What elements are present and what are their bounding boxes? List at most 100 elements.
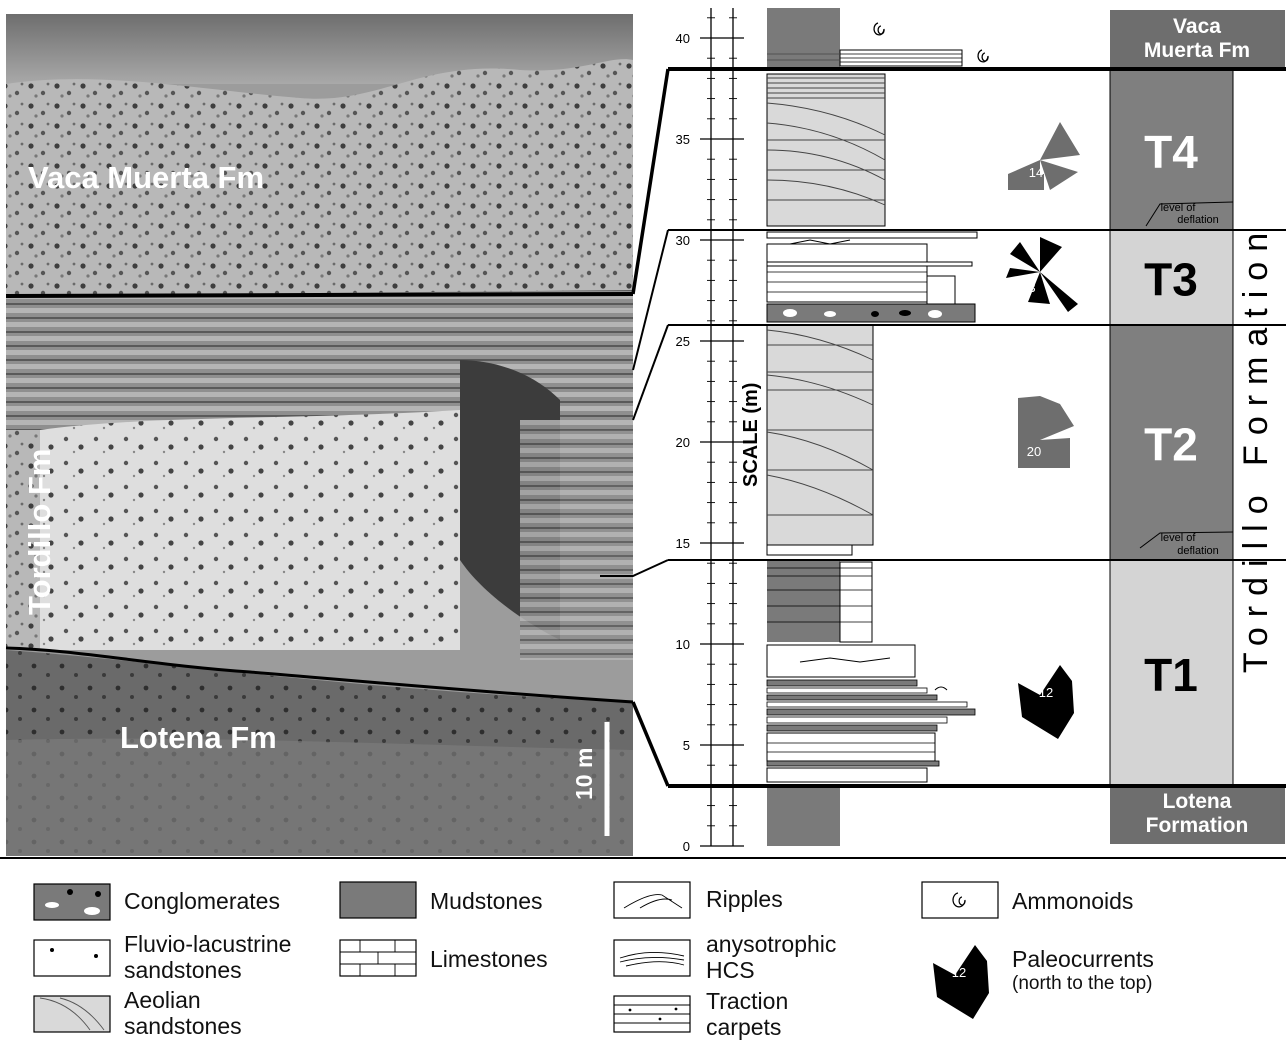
column-t4-foresets (766, 77, 886, 206)
deflation-text-2: deflation (1177, 545, 1219, 557)
paleocurrent-rose-t3: 3 (1006, 237, 1078, 312)
legend-label-ammonoids: Ammonoids (1012, 888, 1133, 914)
deflation-text-2: deflation (1177, 214, 1219, 226)
legend-paleocurrent-count: 12 (952, 965, 966, 980)
photo-contact-lower (5, 646, 634, 704)
column-t1-interbeds (766, 561, 976, 783)
legend-swatch-fluvio-lacustrine (33, 939, 111, 977)
column-t3-fluvial-sandstone (766, 231, 978, 305)
correlation-line-top (631, 68, 670, 295)
photo-contact-upper (5, 292, 634, 298)
paleocurrent-count-t3: 3 (1028, 280, 1035, 295)
legend-paleocurrents: 12 Paleocurrents (north to the top) (933, 945, 1154, 1019)
formation-box-vaca-muerta (1110, 10, 1285, 70)
legend-swatch-mudstones (339, 881, 417, 919)
legend-label-ripples: Ripples (706, 886, 783, 912)
legend-swatch-conglomerates (33, 883, 111, 921)
column-t2-foresets (766, 329, 874, 516)
scale-tick-label: 15 (676, 536, 690, 551)
formation-label-tordillo: Tordillo Formation (1237, 223, 1275, 673)
paleocurrent-count-t2: 20 (1027, 444, 1041, 459)
correlation-line-t2 (632, 324, 669, 421)
legend-ripples: Ripples (613, 881, 783, 919)
photo-label-vaca-muerta: Vaca Muerta Fm (28, 160, 264, 195)
correlation-lines (600, 68, 670, 787)
legend-label-paleocurrents-sub: (north to the top) (1012, 973, 1152, 994)
legend-swatch-aeolian (33, 995, 111, 1033)
unit-boundary-lines (668, 229, 1286, 561)
outcrop-photo: Vaca Muerta Fm Tordillo Fm Lotena Fm 10 … (5, 14, 634, 856)
legend-label-mudstones: Mudstones (430, 888, 543, 914)
column-t4-aeolian-sandstone (766, 73, 886, 227)
correlation-line-base (631, 701, 670, 787)
scale-tick-label: 25 (676, 334, 690, 349)
legend-limestones: Limestones (339, 939, 548, 977)
formation-box-lotena (1110, 786, 1285, 844)
ammonoid-icon (952, 892, 966, 908)
paleocurrent-rose-icon: 12 (933, 945, 989, 1019)
scale-tick-label: 20 (676, 435, 690, 450)
column-mudstone-top (767, 8, 840, 68)
column-limestone-beds (767, 49, 963, 67)
scale-axis-major-ticks: 0 5 10 15 20 25 30 35 40 (676, 31, 744, 854)
paleocurrent-count-t4: 14 (1029, 165, 1043, 180)
deflation-label-t2: level of deflation (1139, 531, 1234, 557)
ammonoid-icon (977, 49, 989, 63)
photo-label-tordillo: Tordillo Fm (22, 449, 57, 615)
scale-axis: 0 5 10 15 20 25 30 35 40 SCALE (m) (676, 8, 762, 854)
correlation-line-t3 (632, 229, 669, 371)
scale-tick-label: 40 (676, 31, 690, 46)
legend-label-paleocurrents: Paleocurrents (1012, 946, 1154, 972)
legend-label-conglomerates: Conglomerates (124, 888, 280, 914)
legend-conglomerates: Conglomerates (33, 883, 280, 921)
legend-ammonoids: Ammonoids (921, 881, 1133, 919)
deflation-text-1: level of (1161, 532, 1197, 544)
unit-label-t1: T1 (1144, 649, 1198, 701)
scale-tick-label: 0 (683, 839, 690, 854)
paleocurrent-rose-t2: 20 (1018, 396, 1074, 468)
photo-label-lotena: Lotena Fm (120, 720, 277, 755)
scale-tick-label: 30 (676, 233, 690, 248)
photo-scale-bar-label: 10 m (571, 748, 597, 800)
unit-box-t2 (1109, 324, 1234, 561)
unit-rects: T1 T2 T3 T4 (1109, 69, 1234, 787)
scale-tick-label: 35 (676, 132, 690, 147)
scale-axis-title: SCALE (m) (740, 383, 762, 487)
paleocurrent-count-t1: 12 (1039, 685, 1053, 700)
legend-label-limestones: Limestones (430, 946, 548, 972)
lithologic-column (766, 8, 989, 846)
legend-swatch-ripples (613, 881, 691, 919)
deflation-text-1: level of (1161, 202, 1197, 214)
column-t2-aeolian-sandstone (766, 324, 874, 546)
scale-tick-label: 10 (676, 637, 690, 652)
paleocurrent-rose-t4: 14 (1008, 122, 1080, 190)
column-mudstone-base (767, 786, 840, 846)
column-mudstone-t1 (767, 560, 840, 642)
unit-label-t4: T4 (1144, 126, 1198, 178)
legend-swatch-ammonoids (921, 881, 999, 919)
column-t2-base-sand (766, 544, 853, 556)
scale-tick-label: 5 (683, 738, 690, 753)
paleocurrent-rose-t1: 12 (1018, 665, 1074, 739)
column-t3-conglomerate (766, 303, 976, 323)
unit-label-t2: T2 (1144, 419, 1198, 471)
legend-swatch-hcs (613, 939, 691, 977)
unit-label-t3: T3 (1144, 254, 1198, 306)
ammonoid-icon (873, 22, 885, 36)
correlation-line-t1 (600, 559, 669, 577)
legend-mudstones: Mudstones (339, 881, 543, 919)
deflation-label-t4: level of deflation (1145, 201, 1234, 227)
